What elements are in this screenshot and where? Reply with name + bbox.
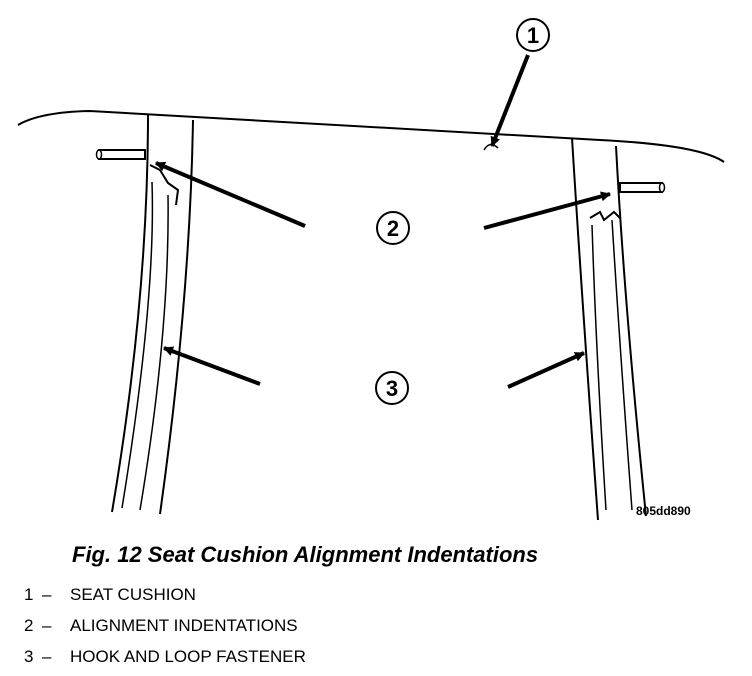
- callout-2-arrow-right: [483, 191, 611, 230]
- legend-item: 2–ALIGNMENT INDENTATIONS: [24, 614, 306, 645]
- legend-label: SEAT CUSHION: [70, 585, 196, 604]
- seat-cushion-diagram: 1 2 3 805dd890: [17, 18, 725, 521]
- callout-1-circle: [516, 18, 550, 52]
- legend-number: 3: [24, 647, 34, 666]
- left-alignment-peg: [98, 149, 146, 160]
- callout-2-label: 2: [387, 216, 399, 241]
- legend-number: 1: [24, 585, 34, 604]
- left-strap-inner: [159, 119, 194, 515]
- callout-1-arrow: [490, 54, 530, 147]
- legend-label: ALIGNMENT INDENTATIONS: [70, 616, 298, 635]
- callout-3-arrow-left: [163, 346, 261, 386]
- legend-number: 2: [24, 616, 34, 635]
- legend-dash: –: [42, 647, 52, 666]
- legend-label: HOOK AND LOOP FASTENER: [70, 647, 306, 666]
- callout-3-circle: [375, 371, 409, 405]
- legend-dash: –: [42, 616, 52, 635]
- legend-dash: –: [42, 585, 52, 604]
- right-indentation-notch: [589, 210, 621, 222]
- callout-3-arrow-right: [507, 351, 585, 389]
- figure-caption: Fig. 12 Seat Cushion Alignment Indentati…: [72, 542, 539, 567]
- right-fastener-strip: [591, 219, 633, 511]
- callout-1-label: 1: [527, 23, 539, 48]
- callout-3-label: 3: [386, 376, 398, 401]
- drawing-code: 805dd890: [636, 504, 691, 518]
- legend-list: 1–SEAT CUSHION 2–ALIGNMENT INDENTATIONS …: [24, 583, 306, 676]
- callout-2-circle: [376, 211, 410, 245]
- cushion-top-edge: [17, 109, 725, 163]
- callout-2-arrow-left: [155, 161, 306, 228]
- legend-item: 3–HOOK AND LOOP FASTENER: [24, 645, 306, 676]
- legend-item: 1–SEAT CUSHION: [24, 583, 306, 614]
- right-strap-inner: [615, 145, 647, 517]
- left-fastener-strip: [121, 181, 169, 511]
- right-alignment-peg: [619, 182, 663, 193]
- right-strap-outer: [571, 137, 599, 521]
- left-strap-outer: [111, 114, 149, 513]
